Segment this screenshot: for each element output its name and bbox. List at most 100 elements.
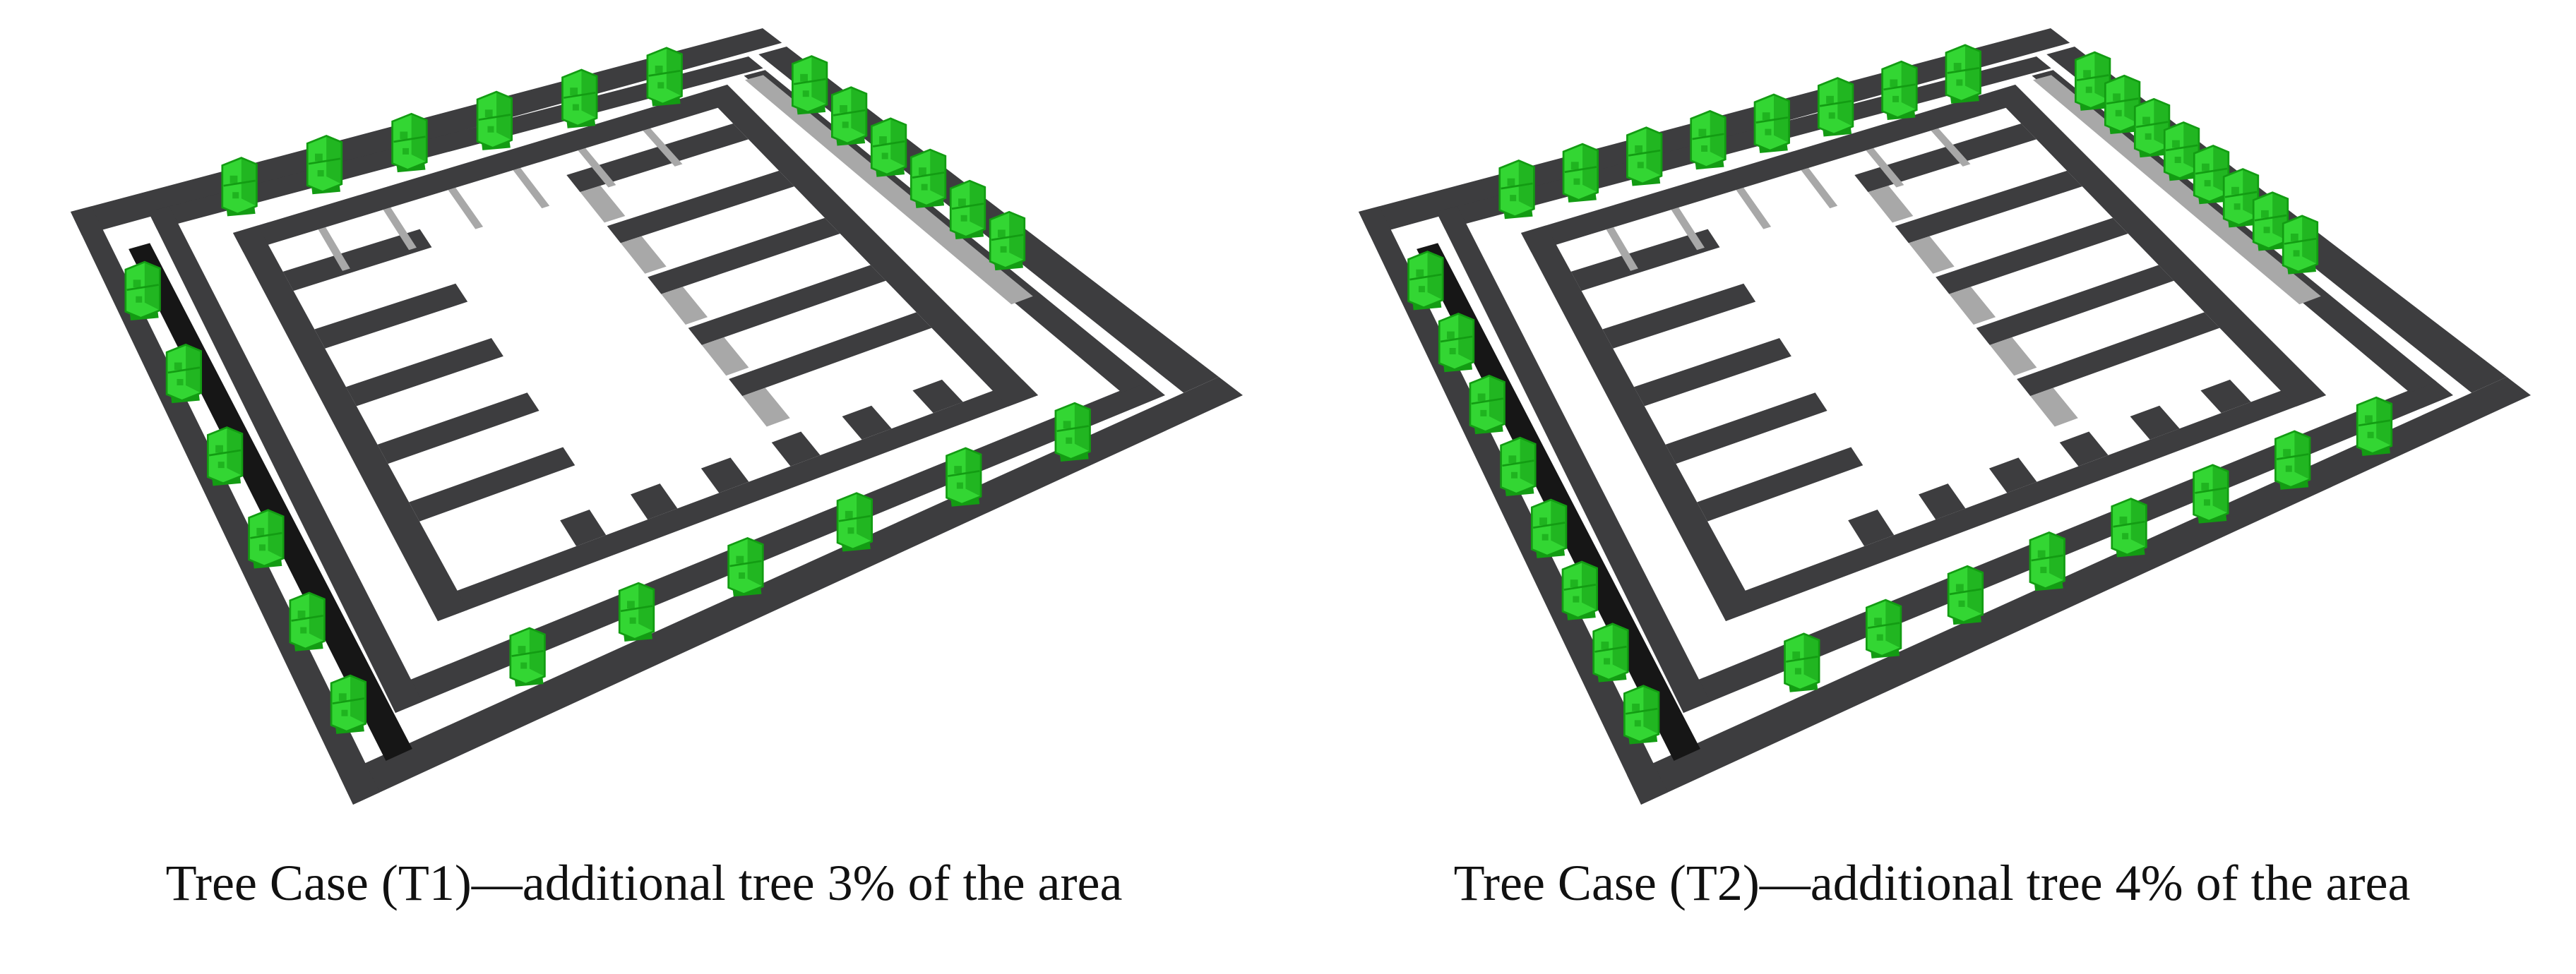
model-t2 xyxy=(1359,28,2531,805)
tree-icon xyxy=(2193,464,2229,524)
building-block-east xyxy=(1895,170,2082,244)
building-fin-north xyxy=(1606,227,1638,271)
tree-icon xyxy=(2252,191,2289,251)
block-frame-east xyxy=(1991,85,2326,407)
building-wall-shade xyxy=(1868,186,1914,223)
ring-road-west xyxy=(148,206,423,713)
tree-icon xyxy=(2274,430,2311,490)
building-step-south xyxy=(1919,483,1966,520)
block-frame-south xyxy=(1715,380,2326,621)
ring-road-north xyxy=(148,56,763,229)
tree-icon xyxy=(1498,160,1535,220)
building-wall-shade xyxy=(620,236,667,274)
tree-icon xyxy=(1690,109,1727,170)
tree-icon xyxy=(1407,251,1444,311)
caption-t2: Tree Case (T2)—additional tree 4% of the… xyxy=(1453,855,2411,911)
building-step-south xyxy=(2059,431,2109,467)
tree-icon xyxy=(1054,402,1091,462)
tree-icon xyxy=(1626,126,1663,186)
model-t1 xyxy=(71,28,1243,805)
building-block-west xyxy=(409,447,576,522)
building-block-west xyxy=(1665,392,1827,464)
building-block-east xyxy=(1976,265,2174,345)
tree-icon xyxy=(727,536,764,597)
building-step-south xyxy=(560,509,607,546)
panel-t2: Tree Case (T2)—additional tree 4% of the… xyxy=(1288,0,2576,974)
building-block-east xyxy=(1854,124,2037,193)
building-block-east xyxy=(688,265,886,345)
tree-icon xyxy=(646,47,683,107)
ring-road-west xyxy=(1436,206,1711,713)
building-wall-east xyxy=(2033,75,2321,305)
tree-icon xyxy=(1784,632,1820,692)
building-fin-north xyxy=(1671,207,1705,251)
caption-t1: Tree Case (T1)—additional tree 3% of the… xyxy=(165,855,1123,911)
building-fin-north xyxy=(1931,128,1971,167)
tree-icon xyxy=(221,157,258,217)
building-block-west xyxy=(377,392,539,464)
block-frame-south xyxy=(427,380,1038,621)
building-fin-north xyxy=(578,148,616,188)
tree-icon xyxy=(289,591,326,651)
tree-icon xyxy=(1945,44,1981,104)
building-fin-north xyxy=(643,128,683,167)
building-block-west xyxy=(1633,338,1791,407)
ring-road-south xyxy=(384,380,1165,713)
tree-icon xyxy=(2104,74,2141,135)
tree-icon xyxy=(830,86,868,146)
building-step-south xyxy=(2130,405,2180,440)
outer-road-west xyxy=(71,206,380,805)
building-block-east xyxy=(1936,217,2128,294)
tree-icon xyxy=(1530,498,1568,558)
building-step-south xyxy=(700,457,749,493)
block-frame-east xyxy=(703,85,1038,407)
outer-road-west xyxy=(1359,206,1668,805)
tree-icon xyxy=(206,426,244,486)
building-block-east xyxy=(648,217,840,294)
building-wall-shade xyxy=(742,387,790,427)
tree-icon xyxy=(2029,531,2065,591)
block-frame-north xyxy=(233,85,743,253)
tree-icon xyxy=(124,260,161,320)
block-frame-west xyxy=(233,225,468,621)
tree-icon xyxy=(1881,60,1918,121)
tree-icon xyxy=(870,117,907,177)
tree-icon xyxy=(1500,436,1537,496)
tree-icon xyxy=(1623,685,1660,745)
tree-icon xyxy=(1562,143,1599,203)
outer-road-south xyxy=(339,377,1243,805)
building-step-south xyxy=(912,379,963,414)
building-step-south xyxy=(1848,509,1895,546)
tree-icon xyxy=(1865,599,1902,659)
building-step-south xyxy=(631,483,678,520)
building-block-east xyxy=(729,312,932,397)
tree-icon xyxy=(1561,560,1598,620)
tree-icon xyxy=(1753,93,1790,153)
building-block-west xyxy=(282,229,432,291)
building-step-south xyxy=(1988,457,2037,493)
building-block-west xyxy=(345,338,503,407)
tree-icon xyxy=(2282,215,2319,275)
tree-icon xyxy=(910,148,947,208)
building-block-west xyxy=(1602,283,1756,349)
building-wall-shade xyxy=(1949,287,1996,325)
tree-icon xyxy=(391,112,428,173)
tree-icon xyxy=(165,343,203,404)
building-fin-north xyxy=(1736,187,1772,229)
tree-icon xyxy=(476,90,513,150)
building-wall-shade xyxy=(580,186,626,223)
building-fin-north xyxy=(1801,167,1838,209)
building-wall-shade xyxy=(1989,337,2037,376)
tree-icon xyxy=(949,179,986,239)
tree-icon xyxy=(1817,77,1854,137)
building-step-south xyxy=(2200,379,2251,414)
tree-icon xyxy=(509,627,546,687)
tree-icon xyxy=(618,582,655,642)
tree-icon xyxy=(989,210,1026,271)
building-wall-shade xyxy=(2030,387,2078,427)
tree-icon xyxy=(306,134,343,195)
building-wall-east xyxy=(745,75,1033,305)
tree-icon xyxy=(248,509,285,569)
tree-icon xyxy=(1947,565,1984,625)
building-wall-shade xyxy=(661,287,708,325)
